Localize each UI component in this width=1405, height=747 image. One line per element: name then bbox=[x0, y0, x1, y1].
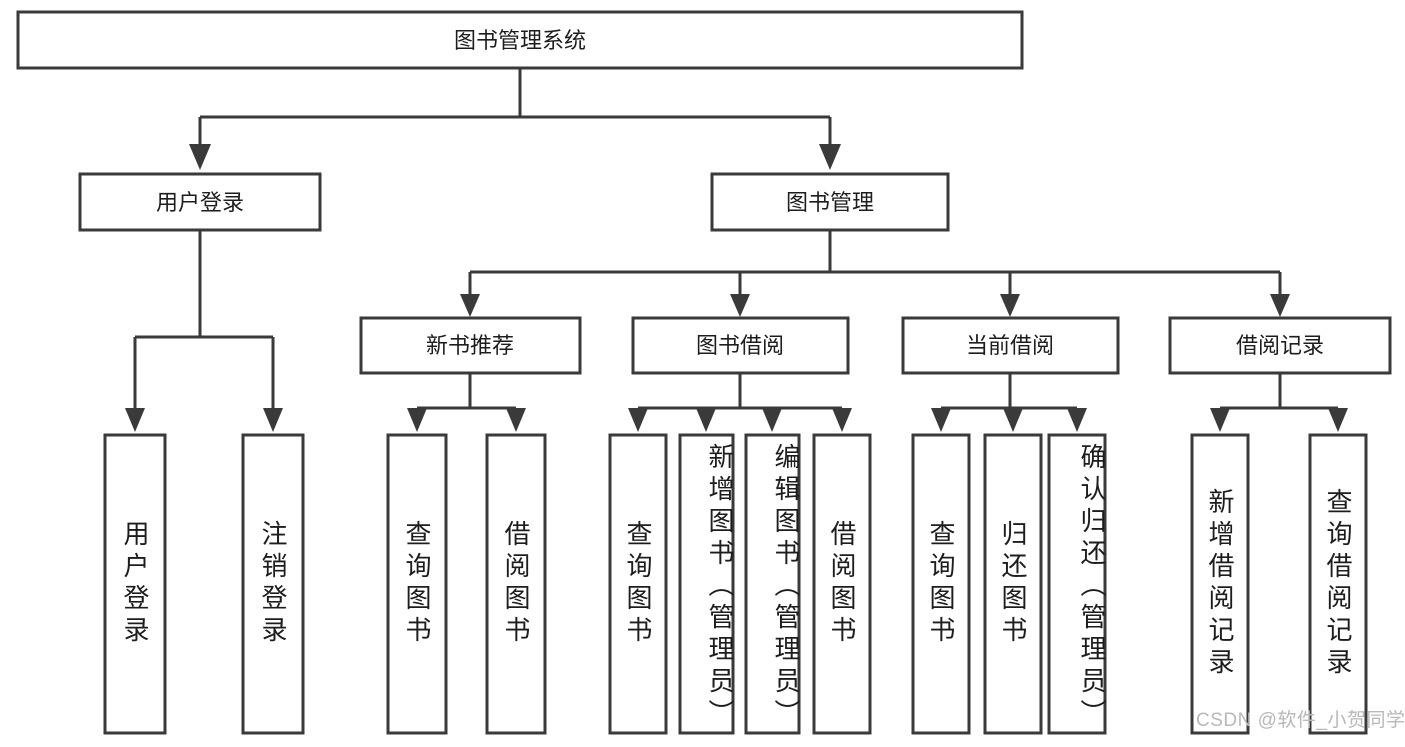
node-new-book-recommend[interactable]: 新书推荐 bbox=[359, 316, 582, 375]
node-root[interactable]: 图书管理系统 bbox=[16, 10, 1024, 70]
arrow-head-leaf-query-books-borrow bbox=[628, 408, 648, 432]
arrow-head-leaf-borrow-books bbox=[832, 408, 852, 432]
node-user-login[interactable]: 用户登录 bbox=[78, 172, 322, 232]
arrow-head-leaf-return-books bbox=[1003, 408, 1023, 432]
node-book-management[interactable]: 图书管理 bbox=[710, 172, 950, 232]
leaf-box-user-login[interactable] bbox=[103, 433, 167, 735]
connector-group-user-login-children bbox=[125, 230, 283, 432]
arrow-head-user-login bbox=[189, 144, 211, 170]
leaf-box-borrow-books-rec[interactable] bbox=[485, 433, 547, 735]
leaf-box-edit-book-admin[interactable] bbox=[744, 433, 801, 735]
csdn-watermark: CSDN @软件_小贺同学 bbox=[1196, 710, 1405, 731]
leaf-box-query-books-rec[interactable] bbox=[386, 433, 448, 735]
leaf-box-query-borrow-record[interactable] bbox=[1308, 433, 1368, 735]
node-user-login-box[interactable] bbox=[78, 172, 322, 232]
leaf-box-confirm-return-admin[interactable] bbox=[1047, 433, 1107, 735]
arrow-head-leaf-add-book-admin bbox=[696, 408, 716, 432]
leaf-box-borrow-books[interactable] bbox=[812, 433, 872, 735]
connector-group-borrow-records-children bbox=[1210, 373, 1348, 432]
arrow-head-leaf-add-borrow-record bbox=[1210, 408, 1230, 432]
connector-group-new-book-children bbox=[407, 373, 526, 432]
arrow-head-leaf-confirm-return-admin bbox=[1067, 408, 1087, 432]
connector-group-book-borrow-children bbox=[628, 373, 852, 432]
arrow-head-book-borrow bbox=[730, 294, 750, 317]
arrow-head-leaf-query-borrow-record bbox=[1328, 408, 1348, 432]
node-current-borrow-box[interactable] bbox=[901, 316, 1120, 375]
node-new-book-recommend-label: 新书推荐 bbox=[426, 333, 514, 358]
node-book-management-box[interactable] bbox=[710, 172, 950, 232]
leaf-box-query-books-borrow[interactable] bbox=[608, 433, 668, 735]
node-borrow-records[interactable]: 借阅记录 bbox=[1168, 316, 1392, 375]
connector-group-current-borrow-children bbox=[931, 373, 1087, 432]
arrow-head-book-management bbox=[819, 144, 841, 170]
node-book-management-label: 图书管理 bbox=[786, 190, 874, 215]
node-current-borrow-label: 当前借阅 bbox=[966, 333, 1054, 358]
node-borrow-records-label: 借阅记录 bbox=[1236, 333, 1324, 358]
arrow-head-leaf-user-login bbox=[125, 408, 145, 432]
connector-group-root-to-level2 bbox=[189, 68, 841, 170]
leaf-box-add-borrow-record[interactable] bbox=[1190, 433, 1250, 735]
arrow-head-borrow-records bbox=[1270, 294, 1290, 317]
leaf-box-logout[interactable] bbox=[241, 433, 305, 735]
node-current-borrow[interactable]: 当前借阅 bbox=[901, 316, 1120, 375]
node-root-label: 图书管理系统 bbox=[454, 28, 586, 53]
leaf-box-group bbox=[103, 433, 1368, 735]
node-book-borrow-label: 图书借阅 bbox=[696, 333, 784, 358]
arrow-head-leaf-query-books-rec bbox=[407, 408, 427, 432]
arrow-head-leaf-borrow-books-rec bbox=[506, 408, 526, 432]
arrow-head-current-borrow bbox=[1000, 294, 1020, 317]
arrow-head-leaf-query-books-current bbox=[931, 408, 951, 432]
arrow-head-leaf-edit-book-admin bbox=[762, 408, 782, 432]
node-book-borrow[interactable]: 图书借阅 bbox=[631, 316, 850, 375]
node-new-book-recommend-box[interactable] bbox=[359, 316, 582, 375]
arrow-head-new-book-recommend bbox=[460, 294, 480, 317]
leaf-box-return-books[interactable] bbox=[983, 433, 1043, 735]
node-root-box[interactable] bbox=[16, 10, 1024, 70]
node-book-borrow-box[interactable] bbox=[631, 316, 850, 375]
connector-group-book-management-children bbox=[460, 230, 1290, 317]
node-user-login-label: 用户登录 bbox=[156, 190, 244, 215]
node-borrow-records-box[interactable] bbox=[1168, 316, 1392, 375]
leaf-box-query-books-current[interactable] bbox=[911, 433, 971, 735]
arrow-head-leaf-logout bbox=[263, 408, 283, 432]
leaf-box-add-book-admin[interactable] bbox=[678, 433, 735, 735]
